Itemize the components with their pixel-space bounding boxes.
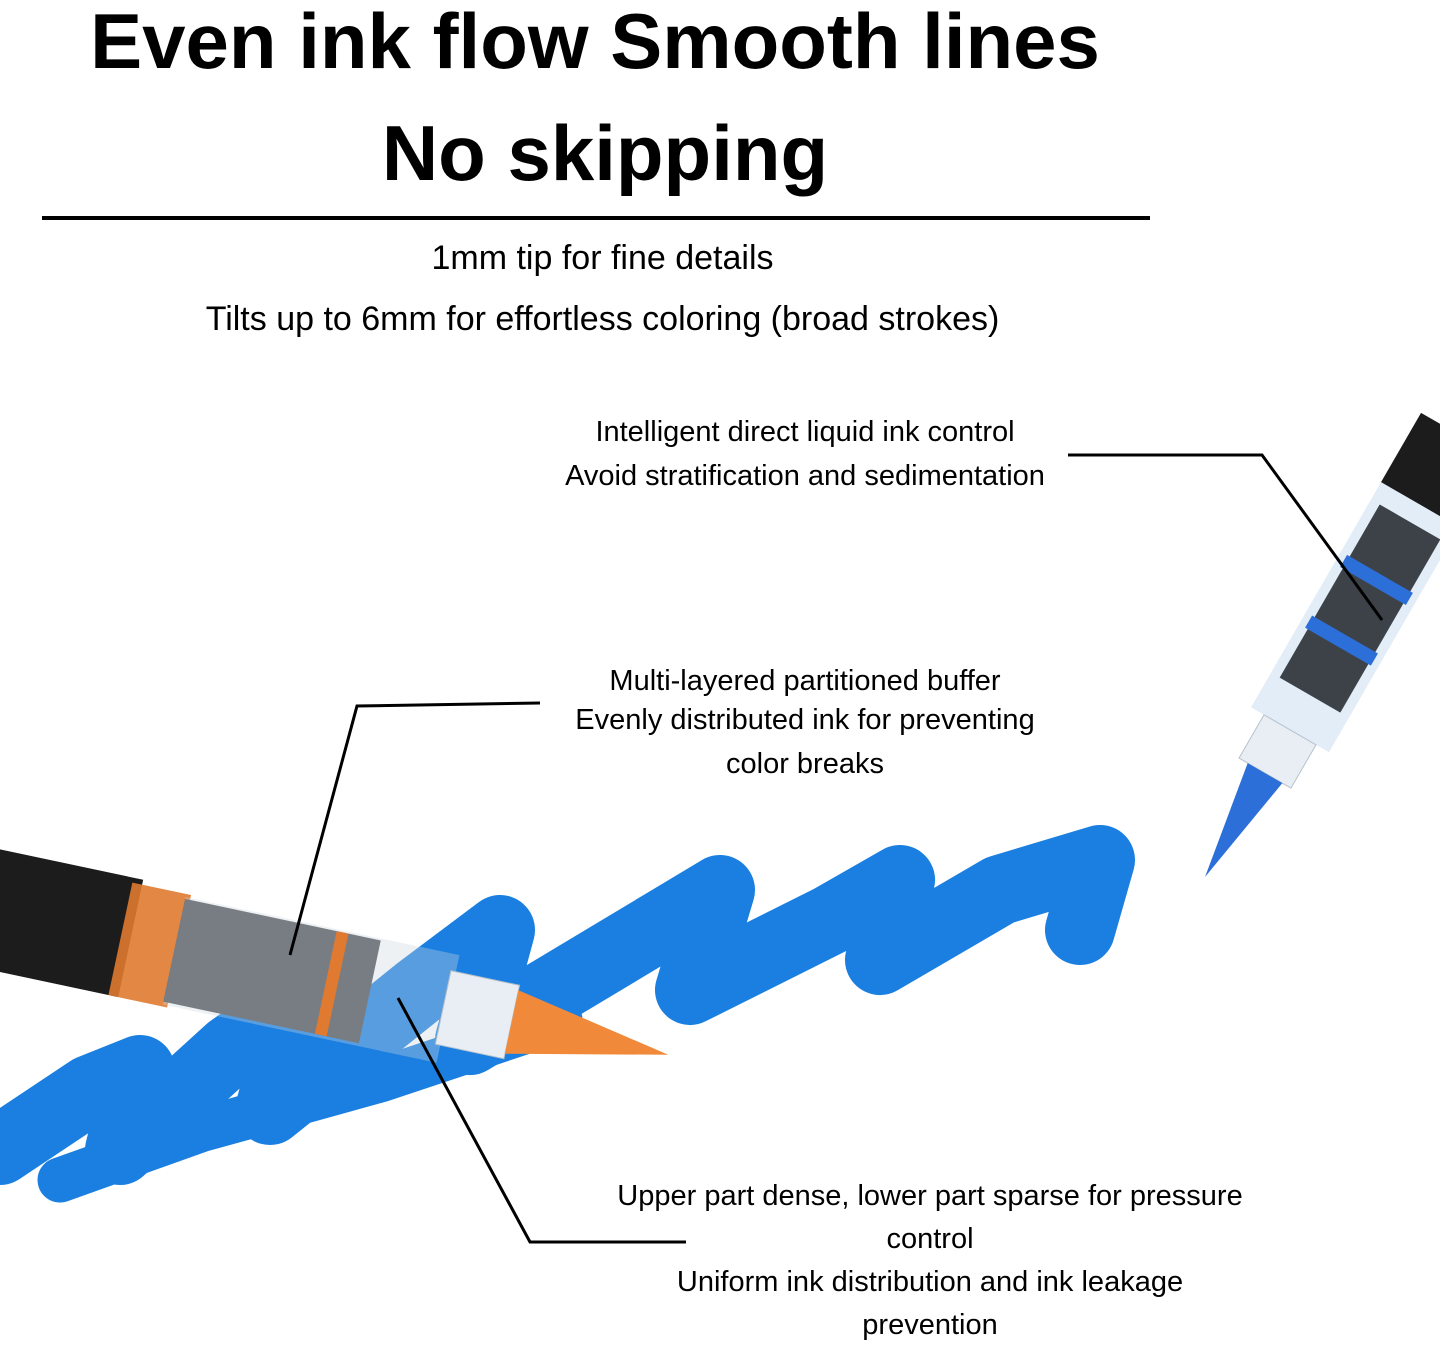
leader-line-ink-control [1068, 453, 1384, 621]
callout-buffer-line-1: Multi-layered partitioned buffer [609, 665, 1001, 697]
callout-buffer-line-2: Evenly distributed ink for preventing [575, 704, 1035, 736]
subheadline-line-1: 1mm tip for fine details [431, 239, 774, 277]
callout-buffer-line-3: color breaks [726, 748, 884, 780]
orange-brush-tip [504, 990, 669, 1055]
callout-pressure-line-3: Uniform ink distribution and ink leakage [676, 1266, 1184, 1298]
callout-ink-control-line-2: Avoid stratification and sedimentation [565, 460, 1045, 492]
headline-line-1: Even ink flow Smooth lines [90, 0, 1100, 85]
callout-ink-control-line-1: Intelligent direct liquid ink control [595, 416, 1015, 448]
headline-line-2: No skipping [381, 109, 829, 197]
callout-pressure-line-2: control [886, 1223, 974, 1255]
orange-brush-pen [0, 838, 669, 1063]
blue-brush-pen [1205, 412, 1440, 878]
leader-line-pressure [396, 997, 686, 1244]
leader-line-buffer [288, 701, 541, 956]
callout-pressure-line-4: prevention [862, 1309, 998, 1341]
callout-pressure-line-1: Upper part dense, lower part sparse for … [617, 1180, 1243, 1212]
blue-brush-tip [1205, 763, 1283, 878]
subheadline-line-2: Tilts up to 6mm for effortless coloring … [205, 300, 1000, 338]
